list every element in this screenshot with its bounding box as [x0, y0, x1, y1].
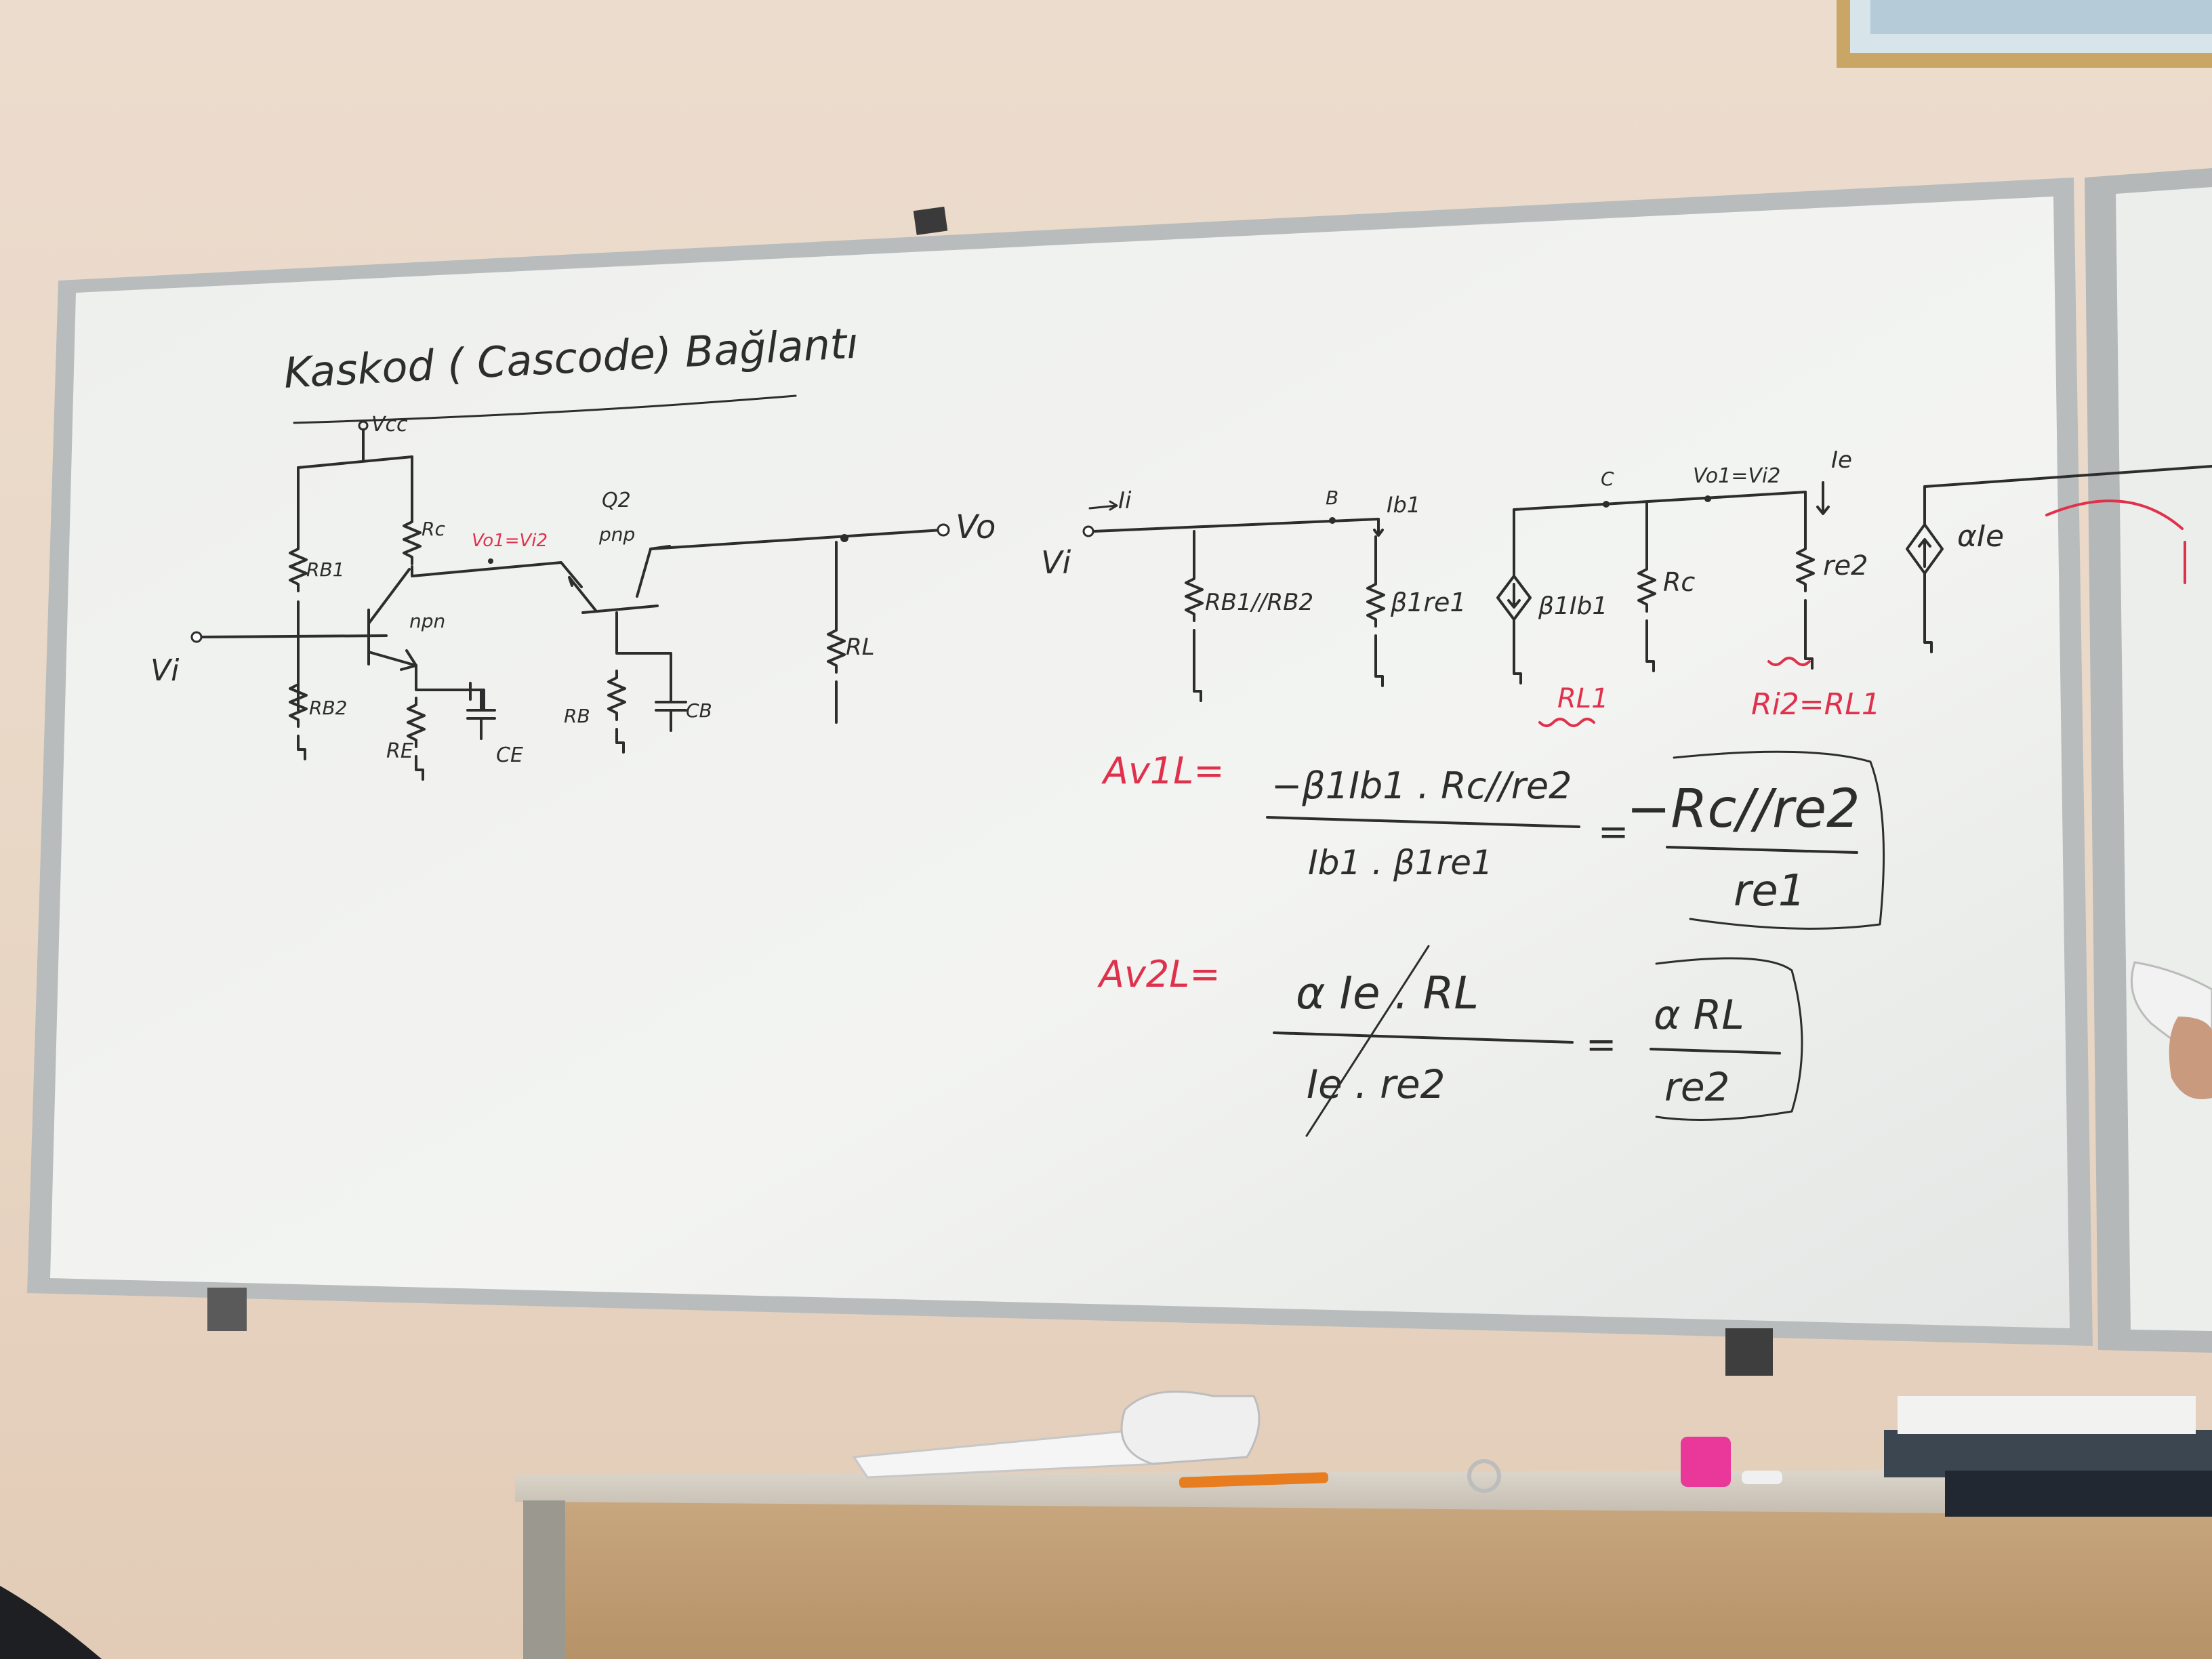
- av2-denominator: Ie . re2: [1307, 1061, 1446, 1107]
- ib1-label: Ib1: [1387, 492, 1420, 518]
- rb-label: RB: [564, 705, 590, 727]
- pnp-label: pnp: [598, 523, 635, 546]
- b1re1-label: β1re1: [1390, 588, 1467, 617]
- re-label: RE: [386, 739, 413, 763]
- ri2-note: Ri2=RL1: [1751, 687, 1881, 722]
- ie-label: Ie: [1831, 447, 1852, 474]
- ii-label: Ii: [1118, 487, 1132, 514]
- av1-label: Av1L=: [1101, 750, 1225, 792]
- av1-result-denominator: re1: [1734, 866, 1805, 916]
- av1-result-numerator: −Rc//re2: [1626, 779, 1860, 840]
- rc-label: Rc: [422, 518, 445, 540]
- av2-result-denominator: re2: [1664, 1064, 1729, 1110]
- av1-denominator: Ib1 . β1re1: [1308, 843, 1493, 882]
- vcc-label: Vcc: [371, 413, 408, 436]
- marker-hand: [2130, 961, 2212, 1099]
- eq-vo1-vi2-label: Vo1=Vi2: [1693, 464, 1780, 488]
- av1-numerator: −β1Ib1 . Rc//re2: [1271, 764, 1572, 807]
- rl1-note: RL1: [1557, 683, 1609, 714]
- rb1-label: RB1: [306, 558, 344, 581]
- desk: [0, 1390, 2212, 1659]
- npn-label: npn: [409, 610, 445, 632]
- c-label: C: [1601, 468, 1614, 490]
- rb2-label: RB2: [309, 697, 347, 719]
- gain-equations: Av1L= −β1Ib1 . Rc//re2 Ib1 . β1re1 = −Rc…: [1097, 750, 1885, 1137]
- av2-equals: =: [1586, 1023, 1616, 1066]
- vo1-vi2-label: Vo1=Vi2: [472, 531, 548, 551]
- rl-label: RL: [846, 634, 875, 661]
- cascode-circuit: Vcc Vi RB1 RB2 npn Rc Vo1=Vi2 RE CE Q2 p…: [150, 413, 996, 781]
- source1-label: β1Ib1: [1538, 592, 1607, 620]
- av1-equals: =: [1598, 811, 1629, 853]
- rb-parallel-label: RB1//RB2: [1205, 589, 1313, 616]
- av2-result-numerator: α RL: [1654, 991, 1744, 1039]
- eq-rc-label: Rc: [1663, 567, 1695, 597]
- re2-label: re2: [1823, 550, 1868, 581]
- b-label: B: [1326, 487, 1338, 509]
- vi-label: Vi: [150, 653, 180, 688]
- ce-label: CE: [496, 743, 523, 767]
- cb-label: CB: [686, 699, 712, 722]
- picture-frame: [1837, 0, 2212, 68]
- eq-vi-label: Vi: [1041, 544, 1071, 581]
- equivalent-circuit: Vi Ii B Ib1 RB1//RB2 β1re1 C Vo1=Vi2 Ie …: [1041, 447, 2212, 727]
- av2-label: Av2L=: [1097, 953, 1221, 996]
- source2-label: αIe: [1957, 519, 2004, 554]
- q2-label: Q2: [602, 489, 631, 512]
- vo-label: Vo: [956, 508, 996, 546]
